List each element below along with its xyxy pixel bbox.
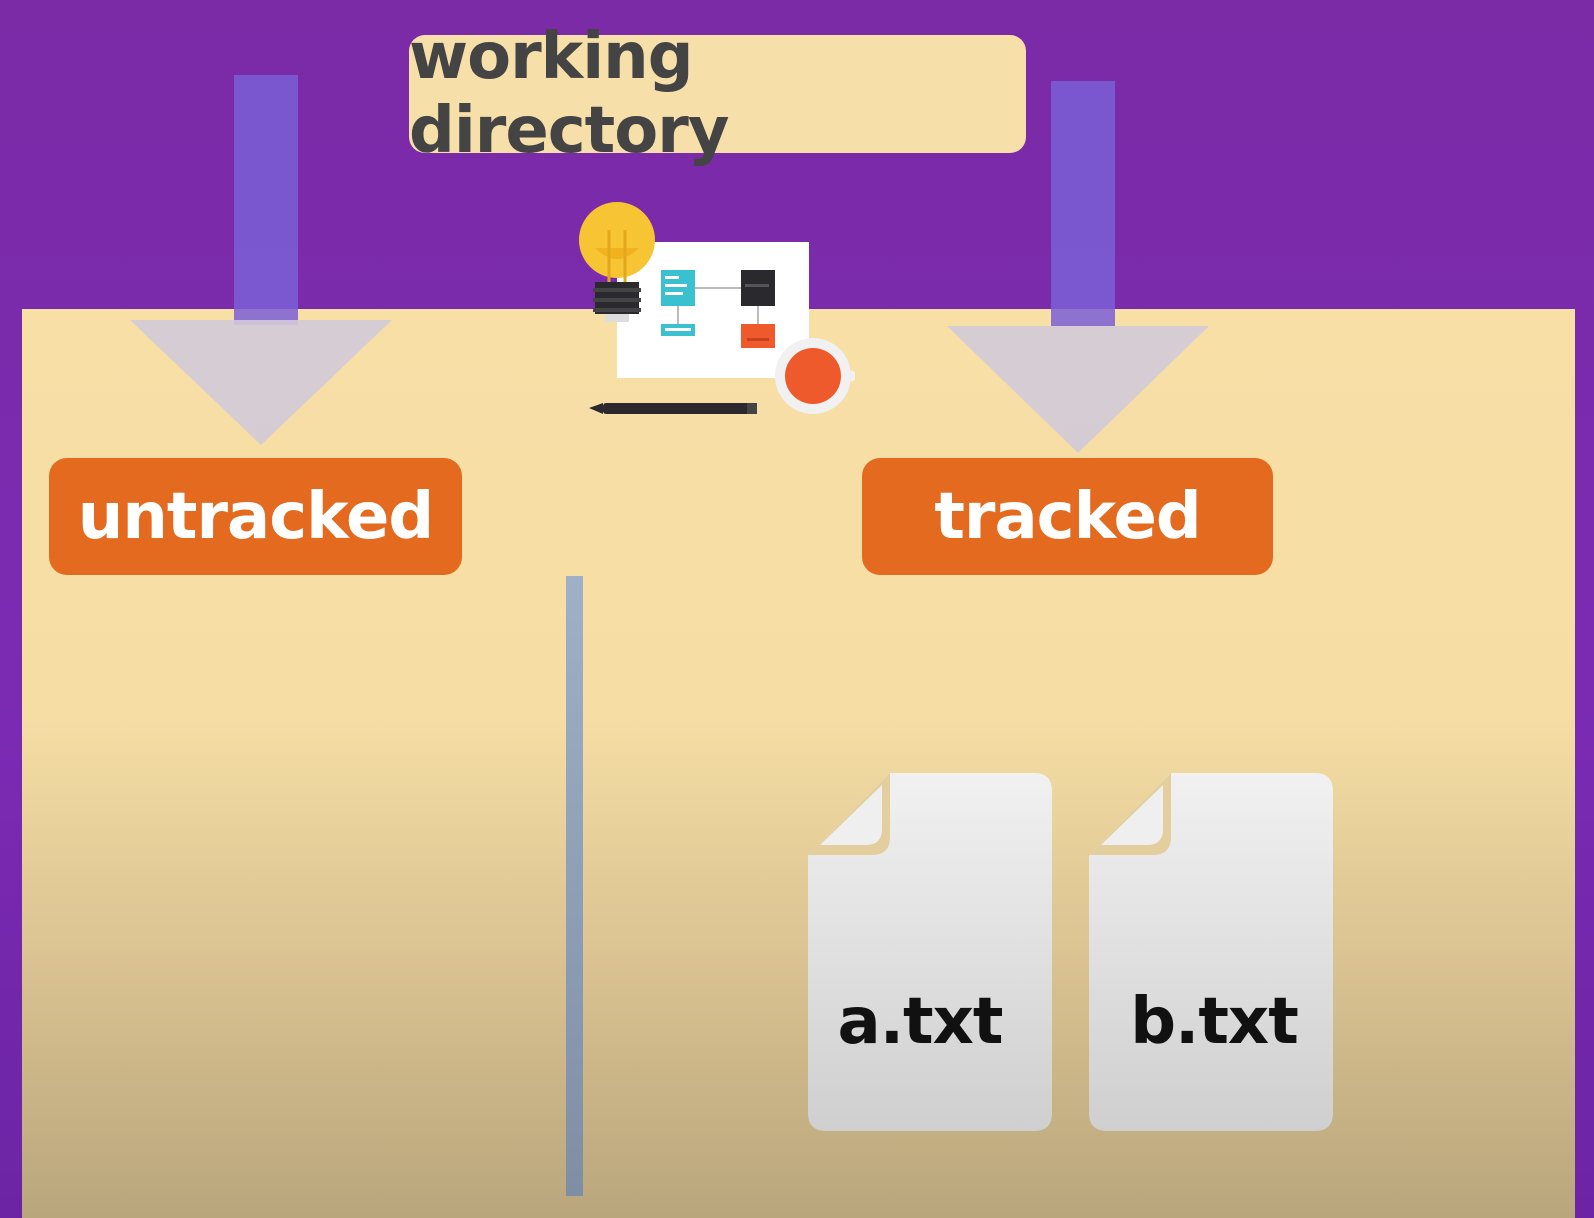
working-directory-title: working directory — [409, 20, 1026, 168]
document-icon — [1089, 773, 1333, 1131]
down-arrow-icon — [947, 81, 1209, 453]
down-arrow-icon — [130, 75, 392, 445]
file-name-b: b.txt — [1130, 985, 1299, 1059]
untracked-label: untracked — [49, 458, 462, 575]
document-icon — [808, 773, 1052, 1131]
untracked-label-text: untracked — [77, 479, 434, 554]
working-directory-title-text: working directory — [409, 20, 730, 168]
tracked-label: tracked — [862, 458, 1273, 575]
tracked-label-text: tracked — [934, 479, 1201, 554]
file-name-a: a.txt — [837, 985, 1004, 1059]
divider — [566, 576, 583, 1196]
idea-planning-icon — [579, 202, 855, 414]
